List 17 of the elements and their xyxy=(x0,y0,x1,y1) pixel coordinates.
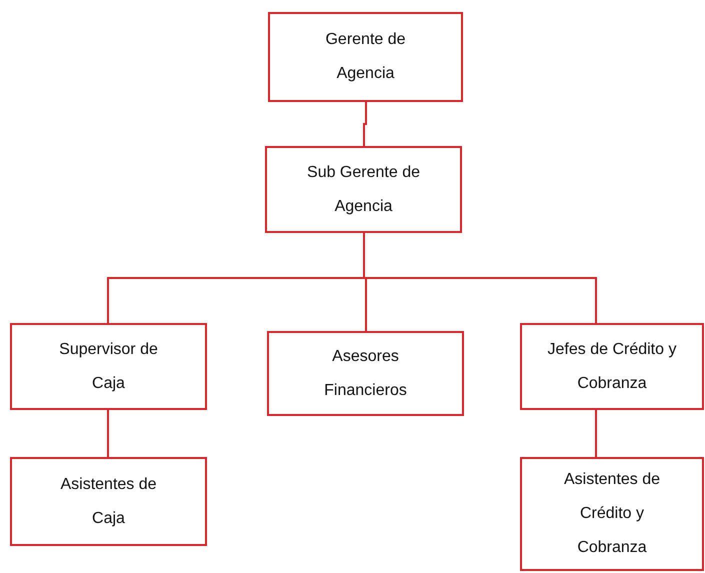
connector-line xyxy=(107,410,109,457)
box-label: Asistentes de Caja xyxy=(59,474,158,528)
org-box xyxy=(520,323,704,410)
box-label: Asesores Financieros xyxy=(323,346,408,400)
box-label: Gerente de Agencia xyxy=(324,30,407,84)
org-box xyxy=(10,323,207,410)
org-box xyxy=(520,457,704,571)
box-label: Asistentes de Crédito y Cobranza xyxy=(562,470,662,558)
org-box xyxy=(267,331,464,416)
connector-line xyxy=(363,102,367,146)
box-label: Jefes de Crédito y Cobranza xyxy=(546,340,678,394)
box-label: Supervisor de Caja xyxy=(58,340,159,394)
org-box xyxy=(265,146,462,233)
connector-line xyxy=(595,410,597,457)
org-box xyxy=(268,12,463,102)
org-box xyxy=(10,457,207,546)
box-label: Sub Gerente de Agencia xyxy=(306,162,421,216)
